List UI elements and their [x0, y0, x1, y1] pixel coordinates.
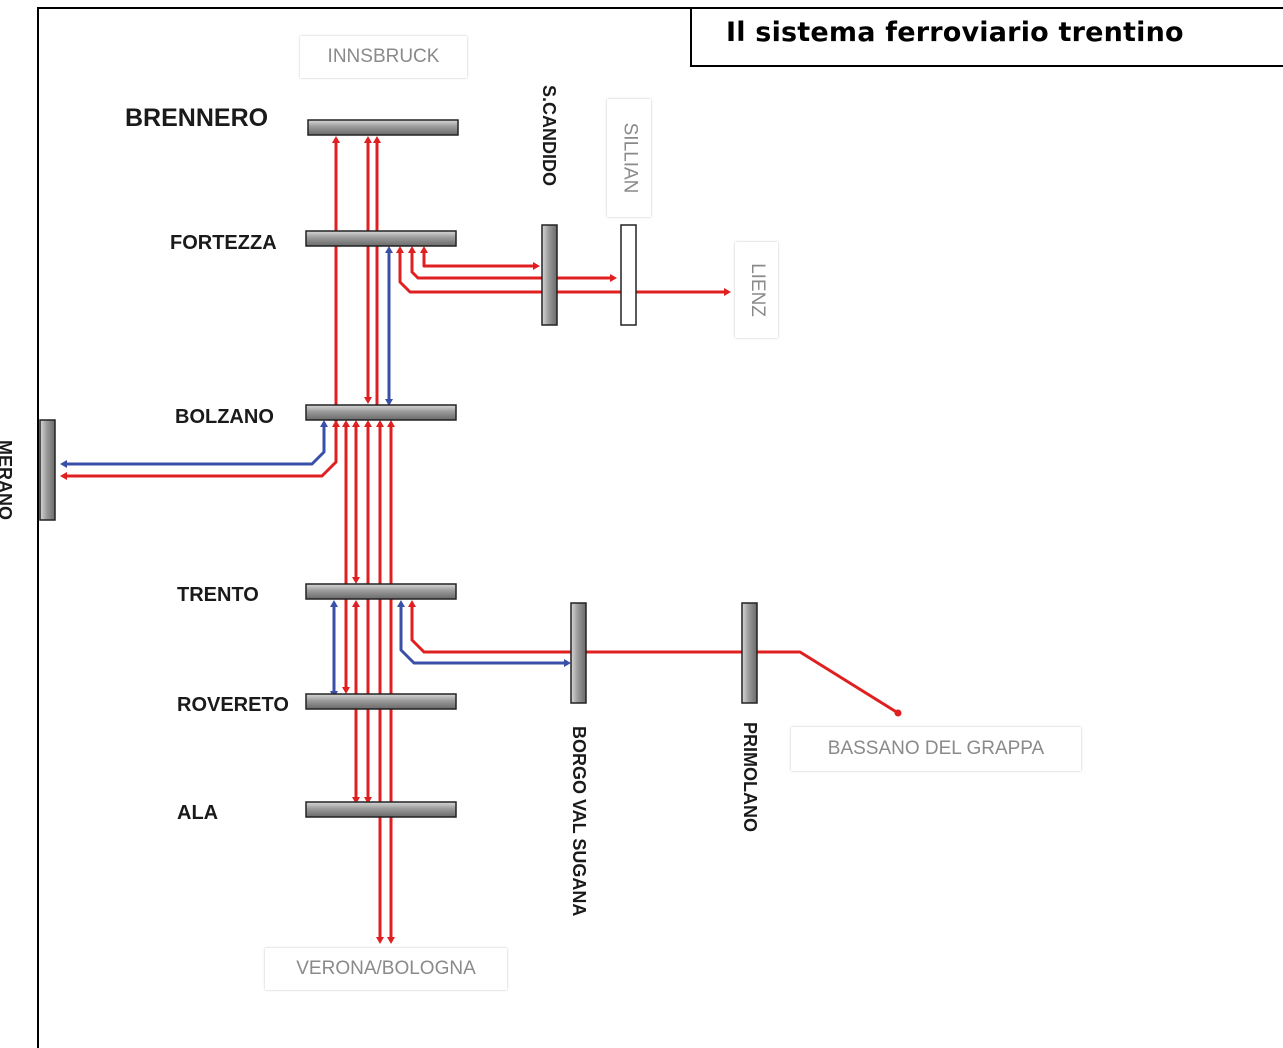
- platform-fortezza: [305, 230, 457, 247]
- label-merano-text: MERANO: [0, 440, 15, 520]
- label-borgo: BORGO VAL SUGANA: [565, 726, 591, 966]
- platform-bolzano: [305, 404, 457, 421]
- label-rovereto: ROVERETO: [177, 694, 289, 716]
- line-bolzano-merano-blue: [64, 424, 326, 466]
- dest-verona-bologna: VERONA/BOLOGNA: [265, 948, 507, 990]
- line-valsugana-red: [410, 604, 899, 715]
- line-fortezza-lienz: [398, 250, 728, 294]
- platform-primolano: [741, 602, 758, 704]
- dest-sillian: SILLIAN: [607, 99, 651, 217]
- line-bolzano-merano-red: [64, 424, 338, 478]
- label-trento: TRENTO: [177, 584, 259, 606]
- platform-sillian: [620, 224, 637, 326]
- label-scandido-text: S.CANDIDO: [539, 85, 559, 187]
- dest-lienz: LIENZ: [735, 242, 778, 338]
- label-fortezza: FORTEZZA: [170, 232, 277, 254]
- label-primolano: PRIMOLANO: [736, 722, 762, 862]
- label-ala: ALA: [177, 802, 219, 824]
- title-box: Il sistema ferroviario trentino: [690, 7, 1283, 67]
- platform-brennero: [307, 119, 459, 136]
- label-borgo-text: BORGO VAL SUGANA: [569, 726, 589, 917]
- platform-scandido: [541, 224, 558, 326]
- diagram-title: Il sistema ferroviario trentino: [726, 17, 1184, 48]
- label-primolano-text: PRIMOLANO: [740, 722, 760, 832]
- line-fortezza-scandido: [422, 250, 537, 268]
- dest-sillian-label: SILLIAN: [619, 122, 641, 194]
- label-scandido: S.CANDIDO: [535, 85, 561, 205]
- label-merano: MERANO: [0, 440, 27, 540]
- label-brennero: BRENNERO: [125, 104, 269, 132]
- diagram-frame: [37, 7, 1283, 1048]
- platform-borgo: [570, 602, 587, 704]
- arrow-heads-blue: [60, 246, 571, 698]
- dest-innsbruck: INNSBRUCK: [300, 36, 467, 78]
- platform-ala: [305, 801, 457, 818]
- platform-rovereto: [305, 693, 457, 710]
- dest-lienz-label: LIENZ: [746, 263, 768, 317]
- dest-bassano: BASSANO DEL GRAPPA: [791, 727, 1081, 771]
- line-valsugana-blue: [399, 604, 568, 665]
- line-fortezza-sillian: [410, 250, 614, 280]
- platform-trento: [305, 583, 457, 600]
- platform-merano: [39, 419, 56, 521]
- arrow-heads: [60, 136, 902, 944]
- label-bolzano: BOLZANO: [175, 406, 274, 428]
